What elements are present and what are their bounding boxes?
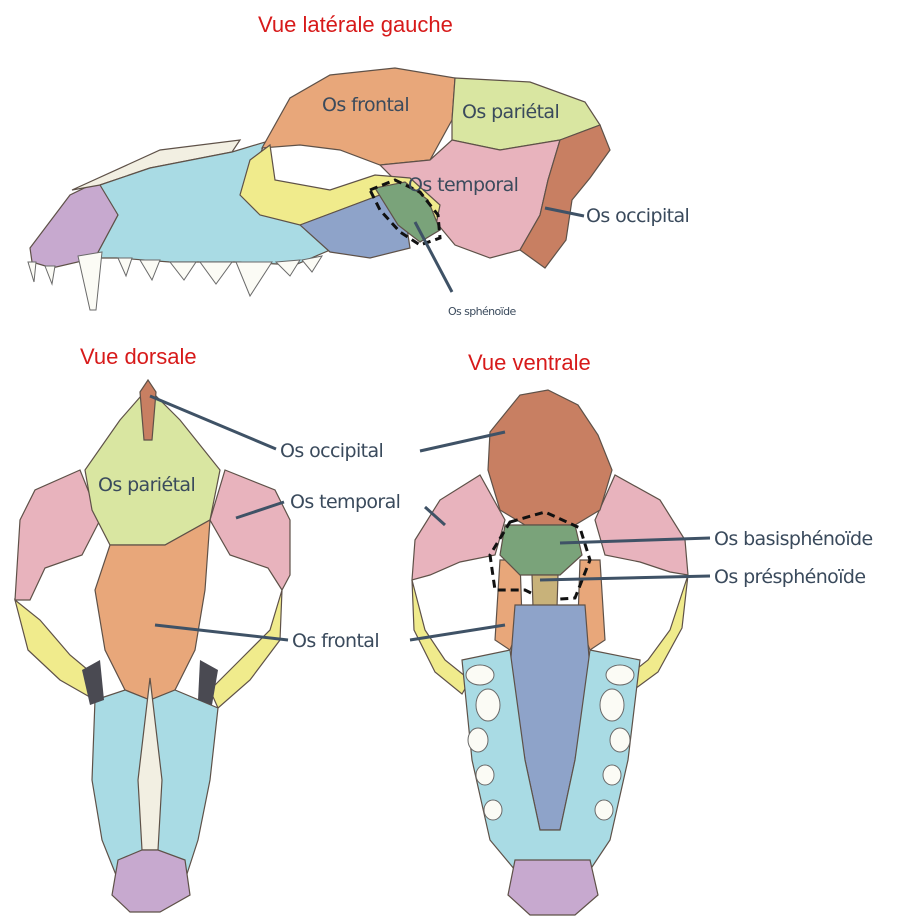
lateral-frontal	[262, 68, 455, 165]
ventral-premaxilla	[508, 860, 598, 915]
frontal-label: Os frontal	[292, 630, 379, 652]
ventral-view-skull	[412, 390, 688, 915]
dorsal-frontal	[95, 520, 210, 700]
dorsal-parietal-label: Os pariétal	[98, 474, 195, 496]
ventral-view-title: Vue ventrale	[468, 350, 591, 375]
lateral-occipital-label: Os occipital	[586, 205, 689, 227]
leader-ventral-presphenoide	[540, 576, 710, 580]
dorsal-zygomatic-right	[210, 590, 282, 708]
ventral-basisphenoide	[500, 525, 582, 575]
lateral-frontal-label: Os frontal	[322, 94, 409, 116]
dorsal-view-title: Vue dorsale	[80, 344, 197, 369]
lateral-view-title: Vue latérale gauche	[258, 12, 453, 37]
dorsal-orbit-left	[82, 660, 104, 705]
occipital-label: Os occipital	[280, 440, 383, 462]
lateral-parietal-label: Os pariétal	[462, 101, 559, 123]
dorsal-premaxilla	[112, 850, 190, 912]
dorsal-view-skull	[15, 380, 290, 912]
lateral-sphenoide-label: Os sphénoïde	[448, 305, 516, 318]
ventral-occipital	[488, 390, 612, 525]
lateral-temporal-label: Os temporal	[408, 174, 518, 196]
temporal-label: Os temporal	[290, 491, 400, 513]
ventral-basisphenoide-label: Os basisphénoïde	[714, 528, 873, 550]
ventral-presphenoide-label: Os présphénoïde	[714, 566, 865, 588]
